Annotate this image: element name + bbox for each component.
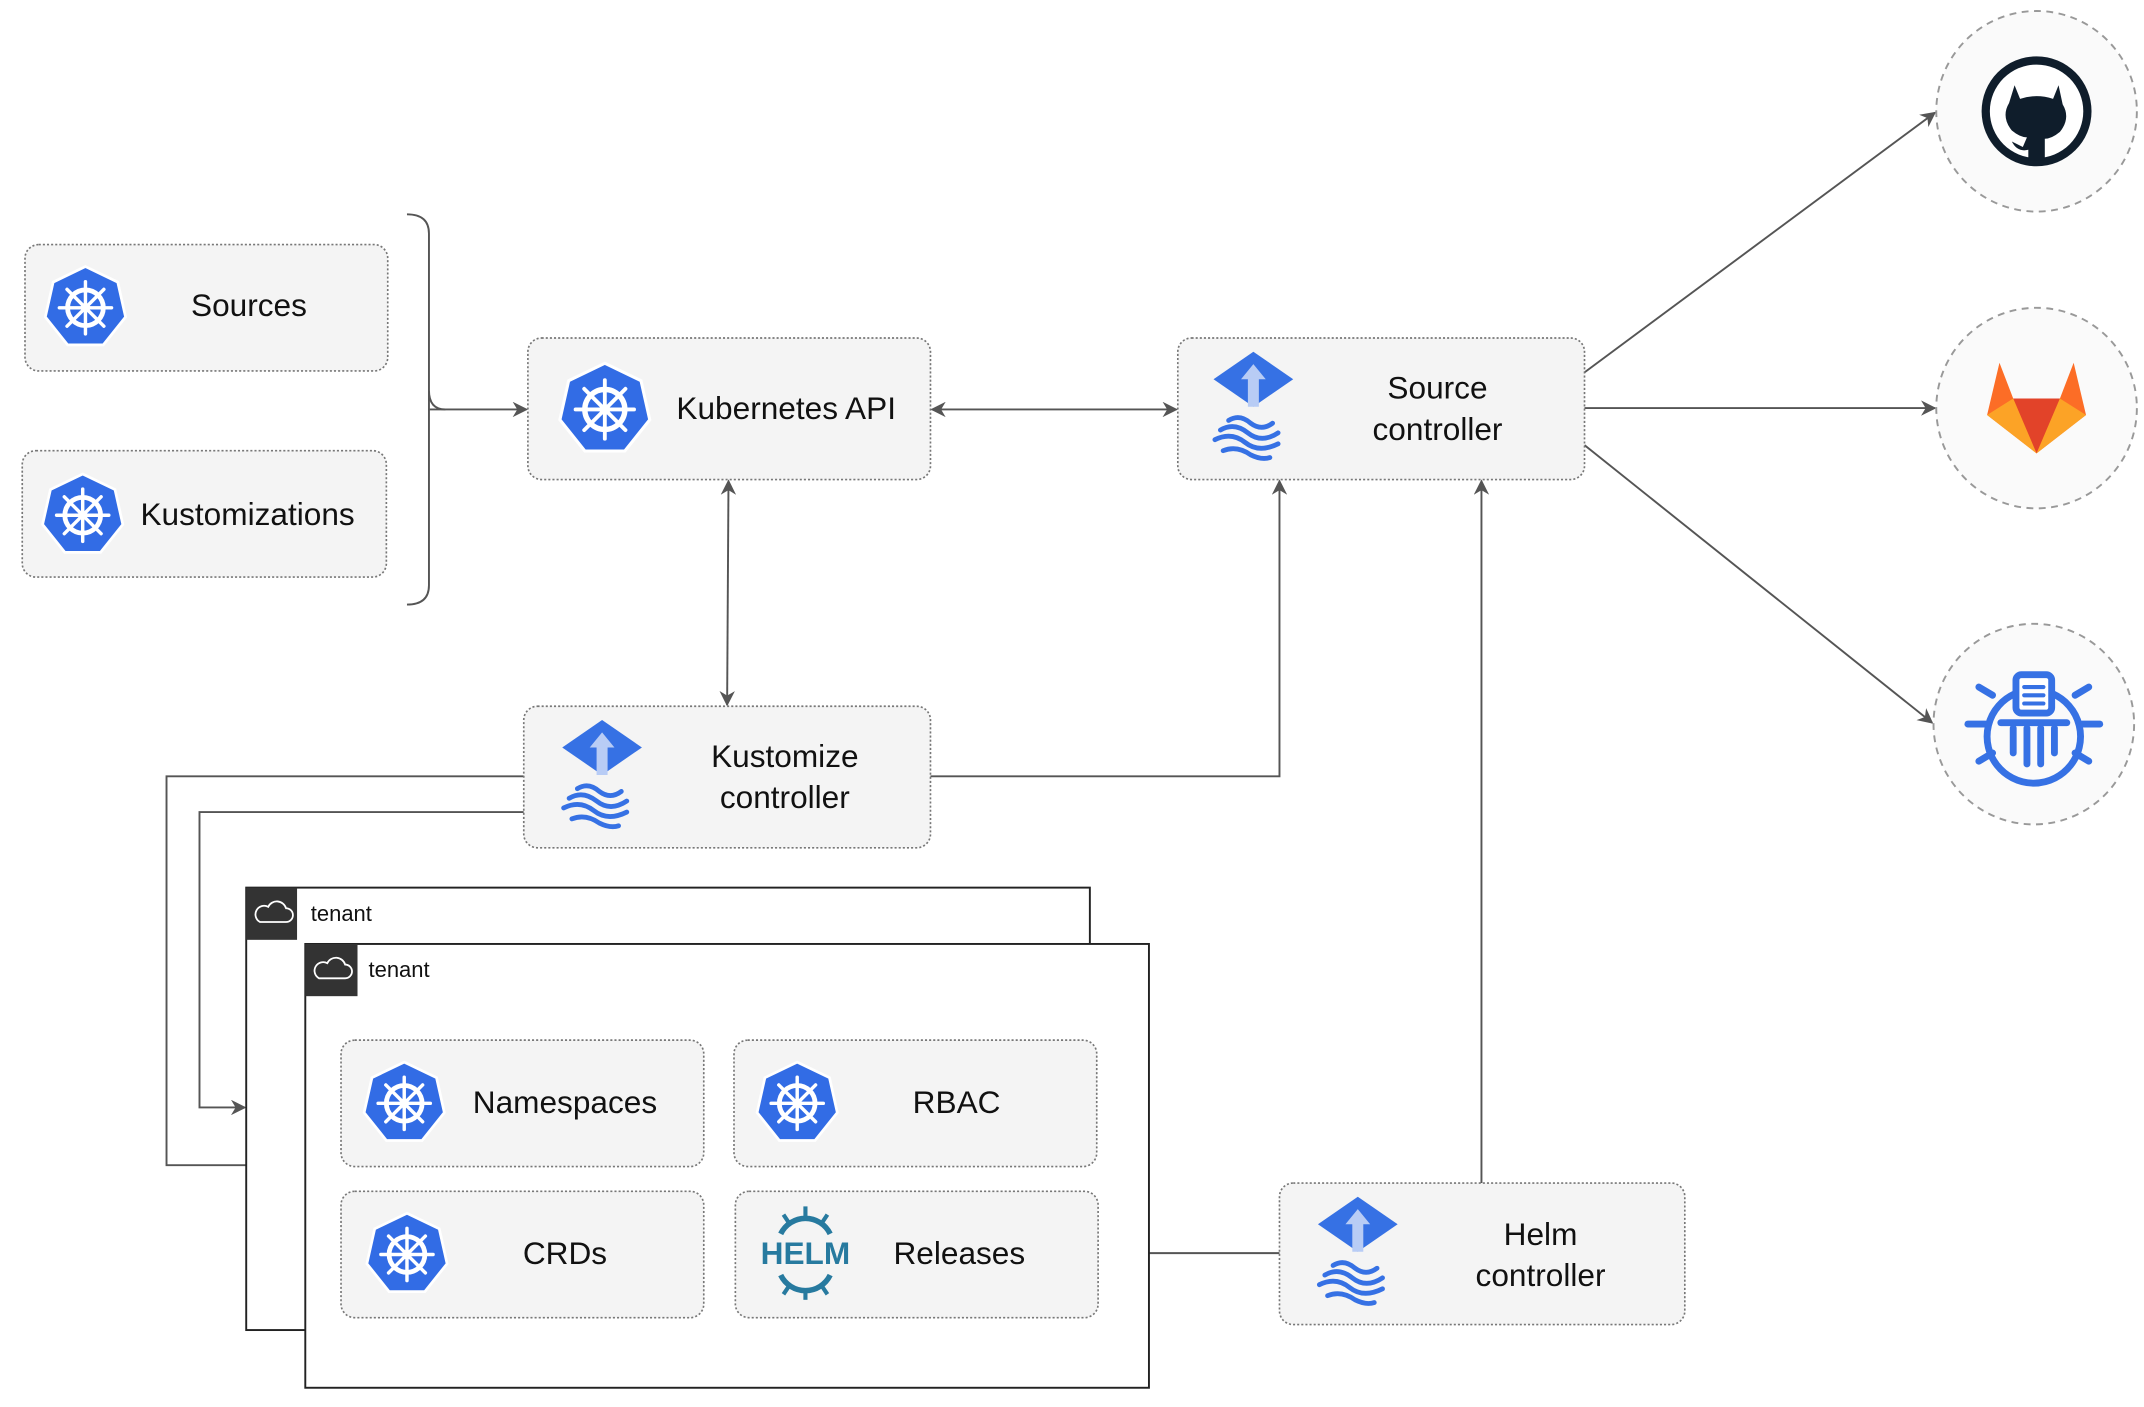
kustomize-controller-label-2: controller xyxy=(720,779,850,815)
kustomizations-node[interactable]: Kustomizations xyxy=(21,449,388,578)
resources-bracket xyxy=(406,213,446,606)
helm-icon: HELM xyxy=(761,1206,851,1300)
helm-controller-label-2: controller xyxy=(1476,1257,1606,1293)
namespaces-node[interactable]: Namespaces xyxy=(340,1039,705,1168)
tenant-label: tenant xyxy=(369,957,430,982)
cloud-icon xyxy=(313,956,353,980)
source-controller-label-1: Source xyxy=(1387,370,1487,406)
gitlab-icon xyxy=(1987,362,2087,454)
kubernetes-api-label: Kubernetes API xyxy=(676,390,896,426)
crds-label: CRDs xyxy=(523,1235,607,1271)
cloud-icon xyxy=(254,900,294,923)
kustomize-controller-node[interactable]: Kustomize controller xyxy=(522,705,932,849)
sources-node[interactable]: Sources xyxy=(24,243,389,372)
sources-label: Sources xyxy=(191,287,307,323)
kustomizations-label: Kustomizations xyxy=(140,496,354,532)
kubernetes-api-node[interactable]: Kubernetes API xyxy=(527,337,932,481)
releases-node[interactable]: HELM Releases xyxy=(734,1190,1099,1319)
releases-label: Releases xyxy=(893,1235,1025,1271)
kustomize-controller-label-1: Kustomize xyxy=(711,738,858,774)
github-icon xyxy=(1981,56,2092,167)
gitlab-node[interactable] xyxy=(1935,306,2138,510)
namespaces-label: Namespaces xyxy=(473,1084,657,1120)
helm-controller-node[interactable]: Helm controller xyxy=(1278,1182,1686,1326)
tenant-label: tenant xyxy=(311,901,372,926)
github-node[interactable] xyxy=(1935,10,2138,213)
tenant-front[interactable]: tenant Namespaces RBAC CRDs HELM Release… xyxy=(304,942,1150,1389)
source-controller-node[interactable]: Source controller xyxy=(1176,337,1586,481)
arrow-kustomize-to-tenant-back xyxy=(198,811,524,1116)
arrow-source-to-github xyxy=(1583,111,1937,374)
bucket-icon xyxy=(1964,671,2104,787)
arrow-api-kustomize xyxy=(719,479,737,707)
bucket-node[interactable] xyxy=(1932,622,2136,826)
rbac-label: RBAC xyxy=(913,1084,1001,1120)
arrow-kustomize-to-source xyxy=(930,479,1288,778)
rbac-node[interactable]: RBAC xyxy=(733,1039,1098,1168)
crds-node[interactable]: CRDs xyxy=(340,1190,705,1319)
source-controller-label-2: controller xyxy=(1373,411,1503,447)
arrow-source-to-bucket xyxy=(1583,444,1934,724)
helm-logo-text: HELM xyxy=(761,1235,851,1271)
helm-controller-label-1: Helm xyxy=(1504,1216,1578,1252)
arrow-kustomize-to-tenant-front xyxy=(165,775,524,1173)
